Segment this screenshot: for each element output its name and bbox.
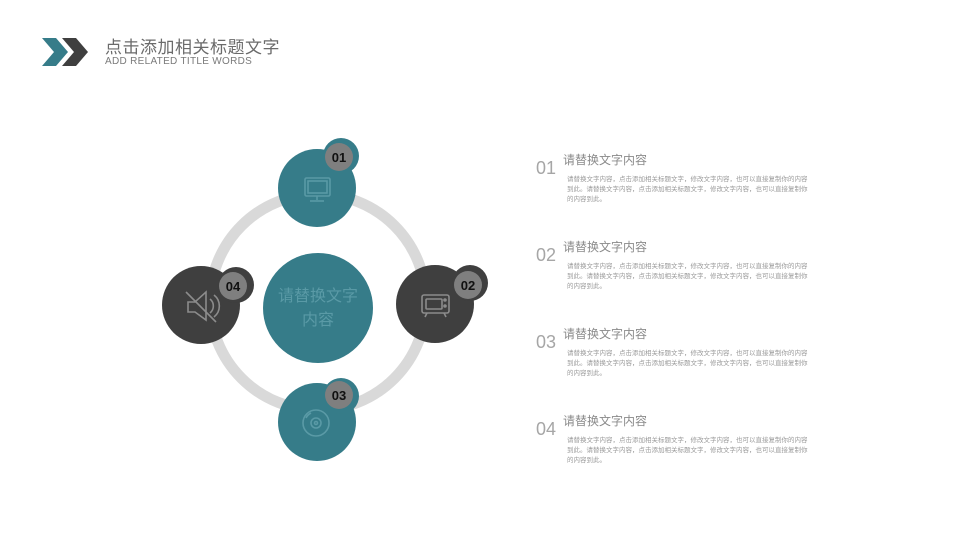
badge-03: 03 — [331, 387, 347, 403]
item-number: 01 — [536, 158, 557, 178]
center-circle — [263, 253, 373, 363]
item-title: 请替换文字内容 — [563, 153, 648, 167]
tv-icon — [421, 294, 450, 318]
center-label: 请替换文字内容 — [278, 286, 359, 329]
item-number: 02 — [536, 245, 557, 265]
item-title: 请替换文字内容 — [563, 327, 648, 341]
node-02[interactable] — [396, 265, 488, 343]
monitor-icon — [304, 177, 331, 202]
disc-icon — [302, 409, 330, 437]
chevron-logo-icon — [42, 38, 88, 66]
item-description: 请替换文字内容，点击添加相关标题文字，修改文字内容，也可以直接复制你的内容到此。… — [567, 436, 808, 464]
node-04[interactable] — [162, 266, 254, 344]
speaker-icon — [185, 290, 221, 323]
badge-02: 02 — [460, 277, 476, 293]
item-number: 03 — [536, 332, 557, 352]
page-title: 点击添加相关标题文字 — [105, 38, 280, 58]
item-title: 请替换文字内容 — [563, 240, 648, 254]
node-01[interactable] — [278, 138, 359, 227]
center-label-box: 请替换文字内容 — [263, 253, 373, 363]
badge-04: 04 — [225, 278, 241, 294]
item-description: 请替换文字内容，点击添加相关标题文字，修改文字内容，也可以直接复制你的内容到此。… — [567, 349, 808, 377]
item-title: 请替换文字内容 — [563, 414, 648, 428]
item-description: 请替换文字内容，点击添加相关标题文字，修改文字内容，也可以直接复制你的内容到此。… — [567, 175, 808, 203]
item-number: 04 — [536, 419, 557, 439]
page-subtitle: ADD RELATED TITLE WORDS — [105, 56, 253, 67]
item-description: 请替换文字内容，点击添加相关标题文字，修改文字内容，也可以直接复制你的内容到此。… — [567, 262, 808, 290]
badge-01: 01 — [331, 149, 347, 165]
node-03[interactable] — [278, 378, 359, 461]
